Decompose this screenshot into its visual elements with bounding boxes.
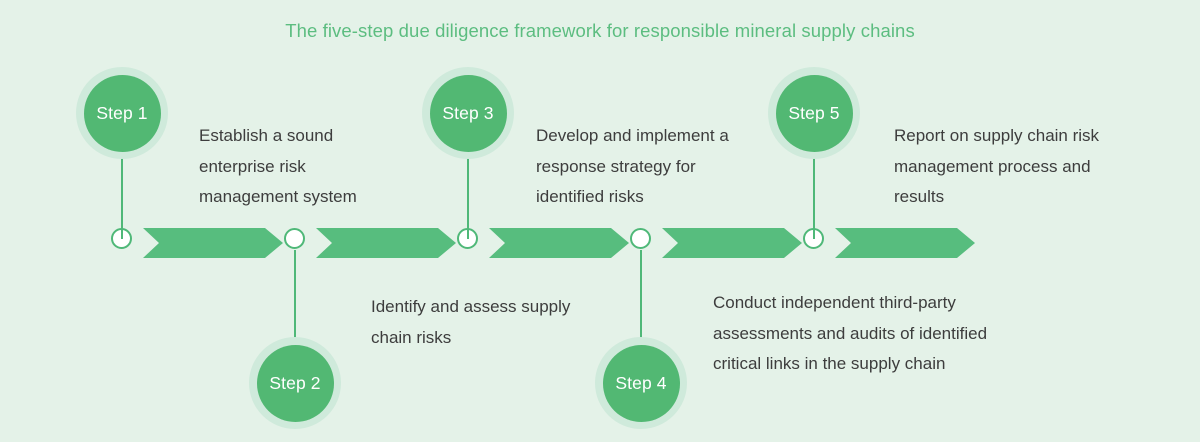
step-bubble-1[interactable]: Step 1 <box>76 67 168 159</box>
step-bubble-3[interactable]: Step 3 <box>422 67 514 159</box>
timeline-arrow-2 <box>316 228 456 258</box>
connector-line-1 <box>120 157 124 239</box>
step-label-2: Step 2 <box>269 372 321 393</box>
connector-line-4 <box>639 250 643 346</box>
connector-line-3 <box>466 157 470 239</box>
step-bubble-2[interactable]: Step 2 <box>249 337 341 429</box>
step-bubble-5[interactable]: Step 5 <box>768 67 860 159</box>
step-description-4: Conduct independent third-party assessme… <box>713 293 988 373</box>
step-label-5: Step 5 <box>788 102 840 123</box>
timeline-node-4[interactable] <box>630 227 651 249</box>
step-label-4: Step 4 <box>615 372 667 393</box>
timeline-axis <box>0 227 1200 262</box>
step-disc-3: Step 3 <box>429 74 507 152</box>
connector-line-2 <box>293 250 297 346</box>
step-description-3: Develop and implement a response strateg… <box>536 126 729 206</box>
timeline-arrow-3 <box>489 228 629 258</box>
step-disc-5: Step 5 <box>775 74 853 152</box>
step-disc-1: Step 1 <box>83 74 161 152</box>
step-bubble-4[interactable]: Step 4 <box>595 337 687 429</box>
timeline-arrow-1 <box>143 228 283 258</box>
connector-line-5 <box>812 157 816 239</box>
timeline-arrow-5 <box>835 228 975 258</box>
timeline-node-2[interactable] <box>284 227 305 249</box>
step-disc-2: Step 2 <box>256 344 334 422</box>
step-description-5: Report on supply chain risk management p… <box>894 126 1100 206</box>
timeline-arrow-4 <box>662 228 802 258</box>
step-disc-4: Step 4 <box>602 344 680 422</box>
page-title: The five-step due diligence framework fo… <box>285 20 915 41</box>
step-description-1: Establish a sound enterprise risk manage… <box>199 126 357 206</box>
step-label-1: Step 1 <box>96 102 148 123</box>
step-label-3: Step 3 <box>442 102 494 123</box>
step-description-2: Identify and assess supply chain risks <box>371 297 571 347</box>
